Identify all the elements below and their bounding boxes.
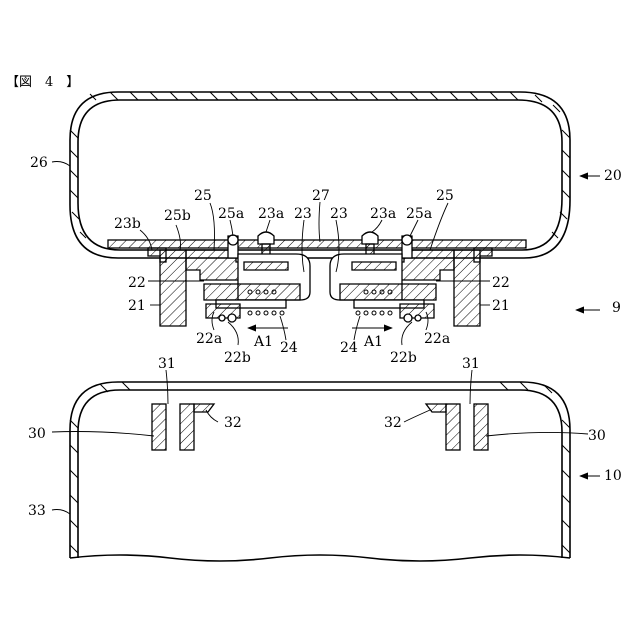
label-32-right: 32 bbox=[384, 415, 402, 431]
label-20: 20 bbox=[604, 168, 622, 184]
label-22a-right: 22a bbox=[424, 331, 450, 347]
label-31-right: 31 bbox=[462, 356, 480, 372]
label-22-right: 22 bbox=[492, 275, 510, 291]
label-31-left: 31 bbox=[158, 356, 176, 372]
label-30-left: 30 bbox=[28, 426, 46, 442]
label-23a-left: 23a bbox=[258, 206, 284, 222]
label-22b-left: 22b bbox=[224, 350, 251, 366]
label-23-left: 23 bbox=[294, 206, 312, 222]
label-10: 10 bbox=[604, 468, 622, 484]
label-23b: 23b bbox=[114, 216, 141, 232]
label-25b: 25b bbox=[164, 208, 191, 224]
label-23a-right: 23a bbox=[370, 206, 396, 222]
label-9: 9 bbox=[612, 300, 621, 316]
label-a1-left: A1 bbox=[253, 334, 273, 350]
shell-hatching bbox=[70, 92, 570, 238]
label-25a-left: 25a bbox=[218, 206, 244, 222]
label-32-left: 32 bbox=[224, 415, 242, 431]
label-24-right: 24 bbox=[340, 340, 358, 356]
label-25-right: 25 bbox=[436, 188, 454, 204]
label-22b-right: 22b bbox=[390, 350, 417, 366]
label-21-left: 21 bbox=[128, 298, 146, 314]
base-plate-27 bbox=[108, 240, 526, 248]
label-30-right: 30 bbox=[588, 428, 606, 444]
label-22-left: 22 bbox=[128, 275, 146, 291]
label-26: 26 bbox=[30, 155, 48, 171]
lower-shell-hatching bbox=[70, 382, 570, 553]
label-25a-right: 25a bbox=[406, 206, 432, 222]
lower-housing bbox=[70, 382, 570, 561]
leader-lines bbox=[52, 162, 600, 515]
label-23-right: 23 bbox=[330, 206, 348, 222]
label-22a-left: 22a bbox=[196, 331, 222, 347]
upper-housing bbox=[70, 92, 570, 258]
label-27: 27 bbox=[312, 188, 330, 204]
figure-caption: 【図 4 】 bbox=[6, 75, 79, 90]
label-21-right: 21 bbox=[492, 298, 510, 314]
label-a1-right: A1 bbox=[363, 334, 383, 350]
label-25-left: 25 bbox=[194, 188, 212, 204]
reference-labels: 20 26 25 27 25 25b 25a 23a 23 23 23a 25a… bbox=[28, 155, 622, 519]
label-33: 33 bbox=[28, 503, 46, 519]
label-24-left: 24 bbox=[280, 340, 298, 356]
